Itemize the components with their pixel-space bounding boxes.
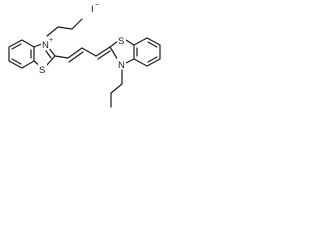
iodide-charge: − [95, 2, 99, 9]
right-propyl-chain [110, 69, 123, 108]
iodide-label: I [91, 4, 94, 15]
right-sulfur-label: S [118, 36, 124, 47]
right-c2-n-bond [109, 46, 119, 61]
bridge-bond-4 [95, 46, 111, 57]
right-nitrogen-label: N [118, 60, 125, 71]
left-nitrogen-charge: + [49, 37, 53, 44]
right-benzene-double-2 [147, 41, 158, 48]
left-benzothiazolium: N + S [8, 18, 83, 76]
right-benzothiazoline: S N [109, 34, 161, 108]
left-benzene-double-2 [11, 58, 22, 65]
bridge-bond-4-double [97, 50, 111, 60]
right-s-c-bond [125, 39, 135, 46]
left-n-c2-double [45, 50, 52, 59]
bridge-bond-3 [81, 47, 97, 57]
left-sulfur-label: S [39, 65, 45, 76]
bridge-bond-2 [67, 47, 83, 59]
molecule-diagram: N + S S N I − [0, 0, 192, 131]
right-benzene-double-3 [147, 56, 158, 63]
left-propyl-chain [46, 18, 83, 37]
left-c2-s-bond [45, 55, 56, 67]
structure-svg: N + S S N I − [8, 2, 161, 108]
left-benzene-double-1 [11, 43, 22, 50]
bridge-bond-1 [54, 55, 69, 59]
trimethine-bridge [54, 46, 111, 63]
right-benzene-ring [133, 37, 161, 67]
iodide-counterion: I − [91, 2, 99, 15]
bridge-bond-2-double [68, 51, 84, 63]
left-nitrogen-label: N [42, 40, 49, 51]
right-c2-s-bond [109, 40, 119, 48]
right-n-c-bond [125, 58, 135, 64]
